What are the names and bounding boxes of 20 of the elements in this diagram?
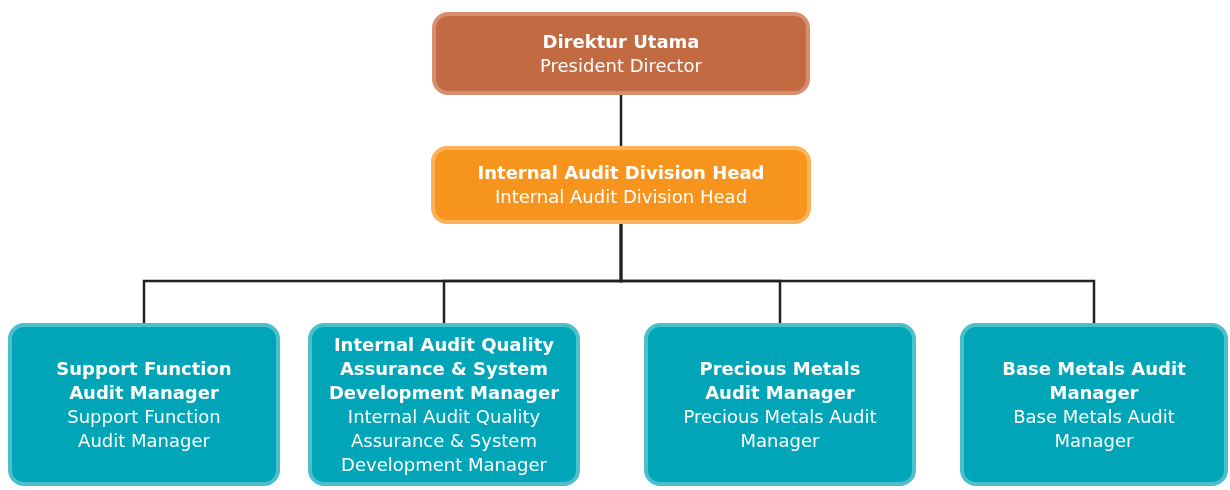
role-title: Base Metals Audit Manager xyxy=(1001,356,1187,405)
manager-box xyxy=(960,323,1228,486)
role-subtitle: Internal Audit Division Head xyxy=(494,185,748,209)
role-title: Precious Metals Audit Manager xyxy=(698,356,862,405)
role-subtitle: Base Metals Audit Manager xyxy=(1012,404,1176,453)
connector-line xyxy=(619,95,623,146)
role-title: Internal Audit Quality Assurance & System Development Manager xyxy=(327,332,561,405)
role-subtitle: President Director xyxy=(540,53,702,78)
role-title: Internal Audit Division Head xyxy=(477,161,765,185)
manager-box xyxy=(644,323,916,486)
role-subtitle: Support Function Audit Manager xyxy=(66,404,222,453)
director-box xyxy=(432,12,810,95)
role-subtitle: Internal Audit Quality Assurance & System Development Manager xyxy=(340,404,548,477)
role-subtitle: Precious Metals Audit Manager xyxy=(682,404,878,453)
division-head-box xyxy=(431,146,811,224)
manager-box xyxy=(308,323,580,486)
manager-box xyxy=(8,323,280,486)
role-title: Direktur Utama xyxy=(542,29,700,54)
role-title: Support Function Audit Manager xyxy=(55,356,233,405)
connector-line xyxy=(619,224,1096,323)
